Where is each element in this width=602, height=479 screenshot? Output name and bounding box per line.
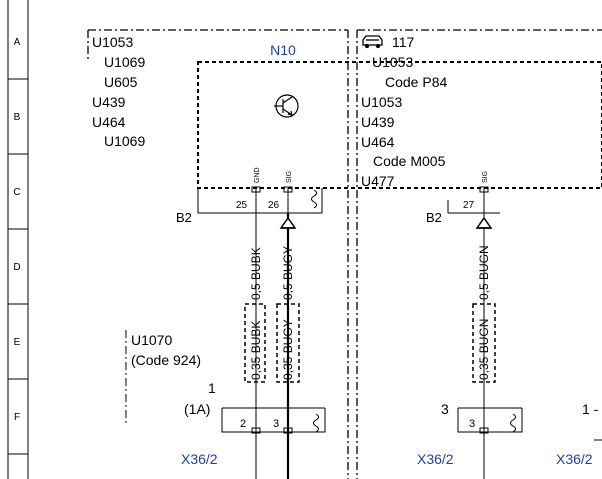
plug-label: X36/2 — [181, 451, 218, 467]
plug-label: X36/2 — [417, 451, 454, 467]
option-note: (Code 924) — [131, 352, 201, 368]
transistor-icon — [274, 94, 299, 118]
connector-b2-right: B2 27 SIG — [426, 171, 500, 225]
connector-label: B2 — [426, 210, 442, 225]
pin-number: 26 — [268, 200, 280, 211]
plug-pin: 3 — [273, 418, 279, 430]
wire-label: 0,5 BUBK — [249, 247, 263, 300]
wire-label: 0,5 BUGY — [281, 246, 295, 300]
row-label-d: D — [13, 262, 20, 273]
left-code-list: U1053 U1069 U605 U439 U464 U1069 — [92, 34, 145, 149]
plug-sub: (1A) — [184, 401, 210, 417]
code-item: U1069 — [104, 133, 145, 149]
code-item: U1053 — [92, 34, 133, 50]
option-group: U1070 (Code 924) — [125, 330, 201, 426]
wire-label: 0,35 BUGY — [281, 319, 295, 380]
code-item: U477 — [361, 173, 395, 189]
plug-pin: 3 — [469, 418, 475, 430]
wire-label: 0,5 BUGN — [477, 245, 491, 300]
module-n10-box — [197, 61, 602, 189]
plug-x36-left: 1 (1A) 2 3 X36/2 — [181, 380, 326, 467]
code-item: U1053 — [361, 94, 402, 110]
pin-tag: SIG — [286, 171, 293, 183]
pin-number: 25 — [236, 200, 248, 211]
code-item: U464 — [92, 114, 126, 130]
code-item: U464 — [361, 134, 395, 150]
connector-b2-left: B2 25 26 GND SIG — [176, 167, 323, 225]
plug-x36-right: 3 3 X36/2 — [417, 401, 523, 467]
module-label: N10 — [270, 42, 296, 58]
row-label-a: A — [14, 37, 21, 48]
wire-bubk: 0,5 BUBK 0,35 BUBK — [244, 213, 266, 479]
plug-label: X36/2 — [556, 451, 593, 467]
pin-tag: SIG — [482, 171, 489, 183]
row-label-c: C — [13, 187, 20, 198]
code-item: U605 — [104, 74, 138, 90]
component-frame — [87, 29, 602, 479]
wire-label: 0,35 BUBK — [249, 321, 263, 380]
plug-number: 1 — [208, 380, 216, 396]
code-item: 117 — [392, 34, 415, 50]
row-ruler: A B C D E F — [7, 0, 29, 479]
code-item: U1053 — [372, 54, 413, 70]
wire-bugn: 0,5 BUGN 0,35 BUGN — [472, 213, 496, 479]
plug-number: 1 - — [582, 401, 599, 417]
option-code: U1070 — [131, 332, 172, 348]
code-item: U1069 — [104, 54, 145, 70]
code-item: U439 — [92, 94, 126, 110]
row-label-b: B — [14, 112, 21, 123]
right-code-list: 117 U1053 Code P84 U1053 U439 U464 Code … — [361, 34, 447, 189]
pin-number: 27 — [463, 200, 475, 211]
code-item: Code M005 — [373, 153, 446, 169]
plug-x36-edge: 1 - X36/2 — [556, 401, 602, 467]
plug-pin: 2 — [240, 418, 246, 430]
row-label-f: F — [14, 412, 20, 423]
pin-tag: GND — [254, 167, 261, 183]
car-icon — [362, 35, 383, 49]
connector-label: B2 — [176, 210, 192, 225]
row-label-e: E — [14, 337, 21, 348]
wire-label: 0,35 BUGN — [477, 319, 491, 380]
code-item: U439 — [361, 114, 395, 130]
code-item: Code P84 — [385, 74, 447, 90]
wire-bugy: 0,5 BUGY 0,35 BUGY — [276, 213, 300, 479]
plug-number: 3 — [441, 401, 449, 417]
